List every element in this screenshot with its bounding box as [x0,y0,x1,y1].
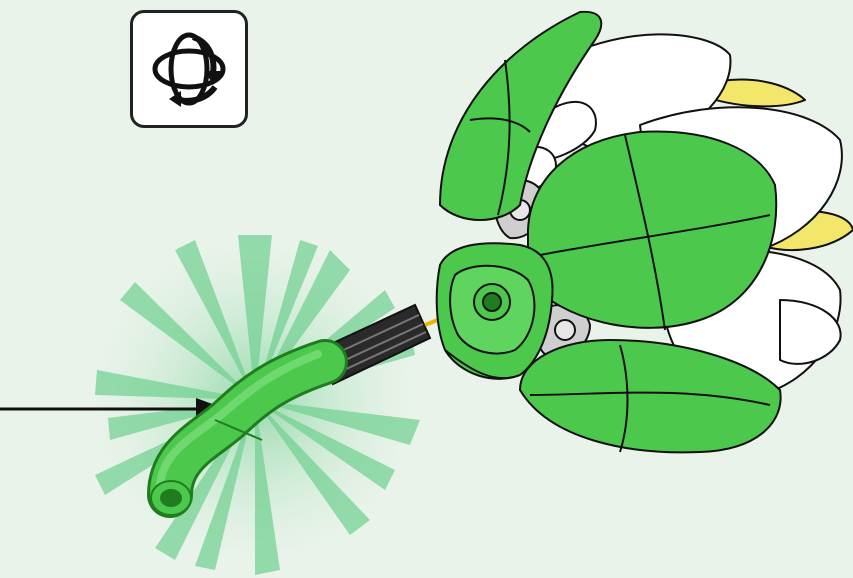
flower-bud-model [437,12,853,453]
hub-socket [437,243,553,379]
